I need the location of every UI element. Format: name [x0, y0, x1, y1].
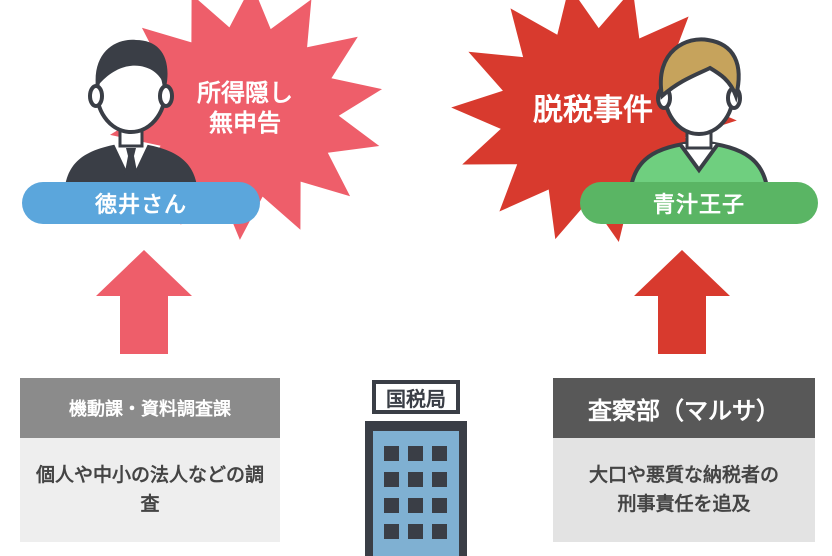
right-burst-text: 脱税事件 — [533, 93, 653, 128]
building-icon — [365, 421, 467, 556]
right-box-desc-line2: 刑事責任を追及 — [617, 493, 751, 515]
left-burst-line1: 所得隠し — [197, 79, 293, 107]
right-up-arrow-icon — [634, 250, 730, 354]
left-burst-text: 所得隠し 無申告 — [175, 78, 315, 138]
building-label: 国税局 — [372, 380, 460, 414]
left-burst-line2: 無申告 — [209, 109, 281, 137]
left-up-arrow-icon — [96, 250, 192, 354]
businessman-icon — [64, 39, 198, 195]
right-person-label: 青汁王子 — [580, 182, 818, 224]
left-box-desc-text: 個人や中小の法人などの調査 — [35, 463, 264, 515]
right-box-desc-line1: 大口や悪質な納税者の — [588, 463, 779, 486]
right-box-title: 査察部（マルサ） — [553, 378, 815, 438]
right-box-desc: 大口や悪質な納税者の 刑事責任を追及 — [553, 438, 815, 542]
left-box-title: 機動課・資料調査課 — [20, 378, 280, 438]
left-box-desc: 個人や中小の法人などの調査 — [20, 438, 280, 542]
left-person-label: 徳井さん — [22, 182, 260, 224]
